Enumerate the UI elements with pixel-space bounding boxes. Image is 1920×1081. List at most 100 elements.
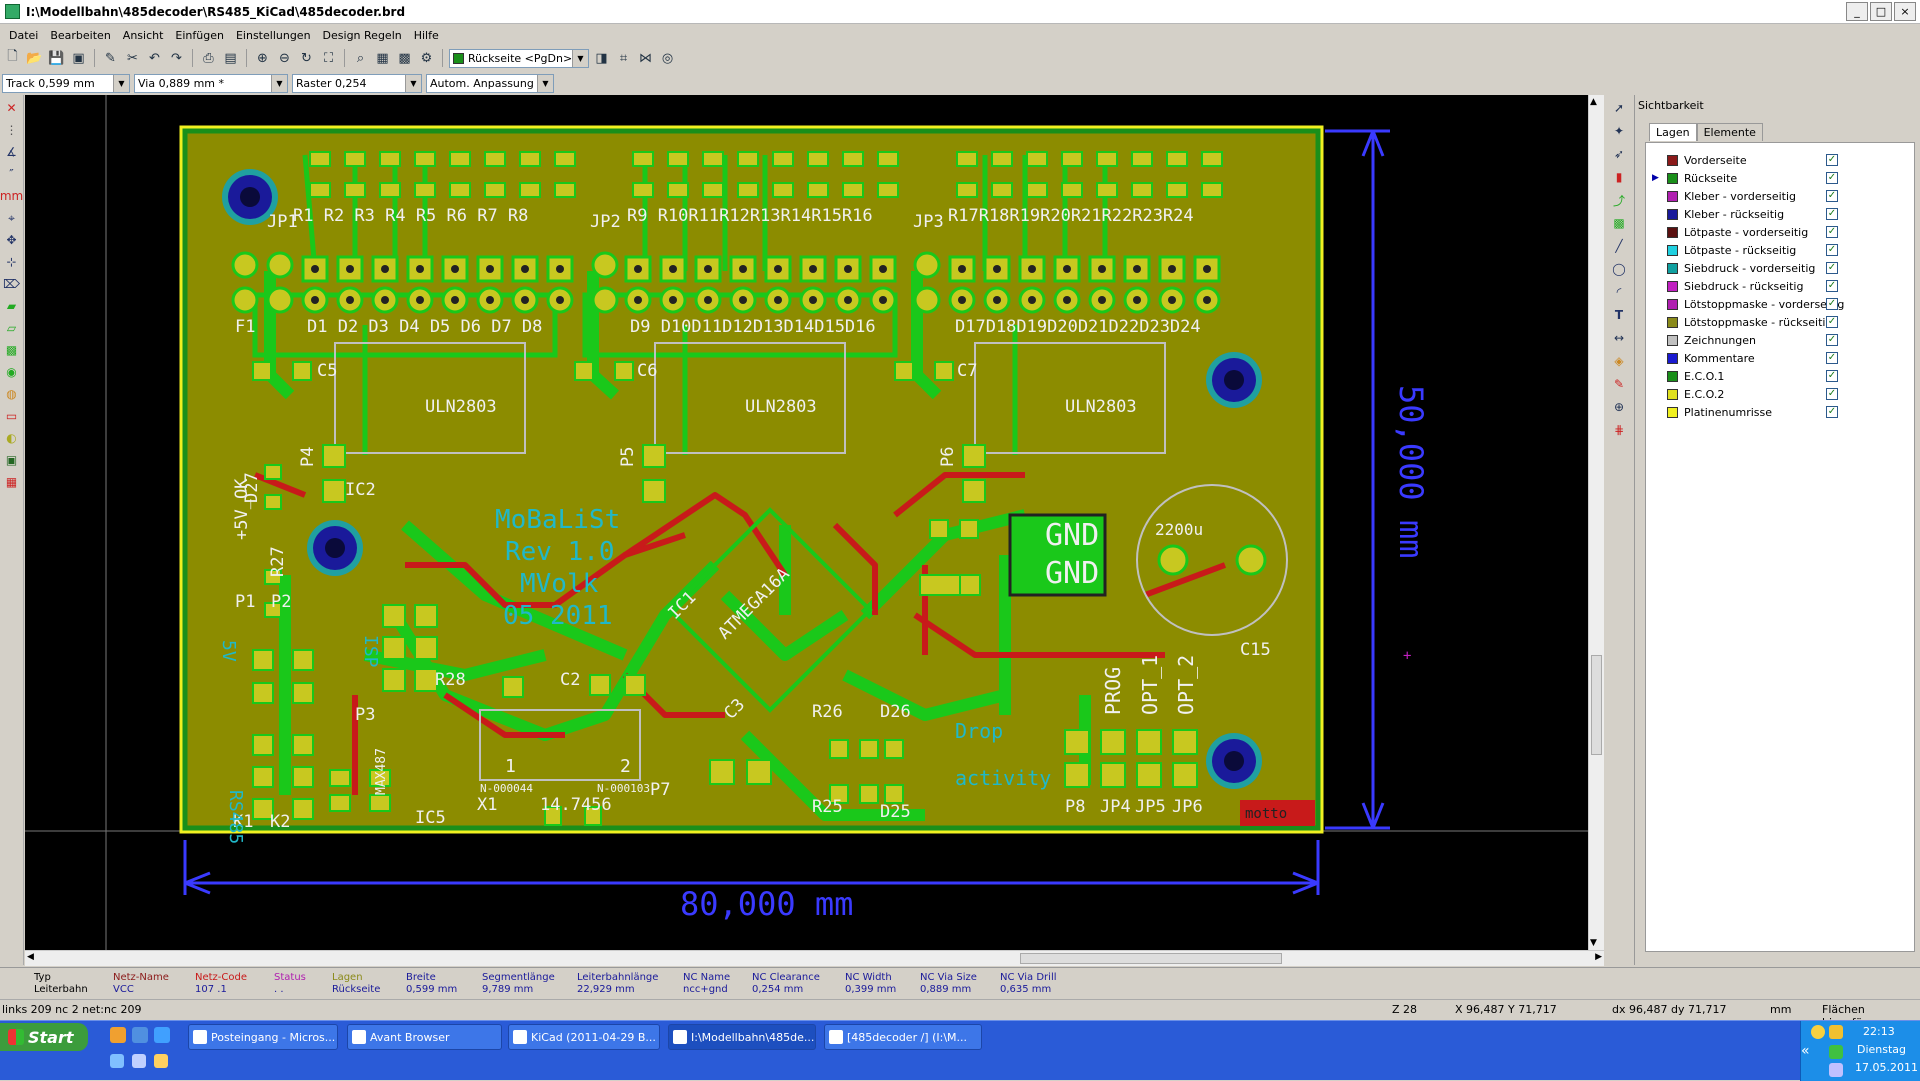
microwave-toolbar-icon[interactable]: ▣ bbox=[5, 453, 18, 467]
layer-color-swatch[interactable] bbox=[1667, 280, 1678, 292]
canvas-horizontal-scrollbar[interactable]: ◀ ▶ bbox=[25, 950, 1604, 966]
layer-row[interactable]: Zeichnungen✓ bbox=[1646, 331, 1914, 349]
undo-icon[interactable]: ↶ bbox=[149, 50, 160, 66]
tab-lagen[interactable]: Lagen bbox=[1649, 123, 1697, 141]
tray-shield-icon[interactable] bbox=[1829, 1045, 1843, 1059]
open-file-icon[interactable]: 📂 bbox=[26, 50, 43, 66]
layer-row[interactable]: Lötstoppmaske - vorderseitig✓ bbox=[1646, 295, 1914, 313]
layer-row[interactable]: Vorderseite✓ bbox=[1646, 151, 1914, 169]
task-outlook[interactable]: Posteingang - Micros... bbox=[188, 1024, 338, 1050]
layer-visibility-checkbox[interactable]: ✓ bbox=[1826, 388, 1838, 400]
add-circle-icon[interactable]: ◯ bbox=[1612, 262, 1626, 276]
vscroll-thumb[interactable] bbox=[1591, 655, 1602, 755]
quicklaunch-ie-icon[interactable] bbox=[154, 1027, 170, 1043]
polar-coords-icon[interactable]: ∡ bbox=[6, 145, 17, 159]
layer-row[interactable]: Siebdruck - vorderseitig✓ bbox=[1646, 259, 1914, 277]
layer-color-swatch[interactable] bbox=[1667, 298, 1678, 310]
layer-row[interactable]: Kommentare✓ bbox=[1646, 349, 1914, 367]
layer-visibility-checkbox[interactable]: ✓ bbox=[1826, 406, 1838, 418]
units-inch-icon[interactable]: ″ bbox=[9, 167, 14, 181]
track-width-select[interactable]: Track 0,599 mm ▼ bbox=[2, 73, 130, 93]
local-ratsnest-icon[interactable]: ➶ bbox=[1613, 147, 1625, 161]
task-explorer[interactable]: [485decoder /] (I:\M... bbox=[824, 1024, 982, 1050]
quicklaunch-media-icon[interactable] bbox=[132, 1054, 146, 1068]
modedit-icon[interactable]: ⚙ bbox=[420, 50, 433, 66]
layer-visibility-checkbox[interactable]: ✓ bbox=[1826, 262, 1838, 274]
select-arrow-icon[interactable]: ➚ bbox=[1613, 101, 1625, 115]
plot-icon[interactable]: ▤ bbox=[224, 50, 237, 66]
set-origin-icon[interactable]: ⊕ bbox=[1613, 400, 1625, 414]
zoom-select[interactable]: Autom. Anpassung ▼ bbox=[426, 73, 554, 93]
zone-outline-icon[interactable]: ▱ bbox=[6, 321, 17, 335]
minimize-button[interactable]: _ bbox=[1846, 2, 1868, 21]
zoom-in-icon[interactable]: ⊕ bbox=[257, 50, 268, 66]
layer-row[interactable]: ▶Rückseite✓ bbox=[1646, 169, 1914, 187]
show-zones-icon[interactable]: ▰ bbox=[6, 299, 17, 313]
layer-color-swatch[interactable] bbox=[1667, 406, 1678, 418]
layer-visibility-checkbox[interactable]: ✓ bbox=[1826, 280, 1838, 292]
task-kicad[interactable]: KiCad (2011-04-29 B... bbox=[508, 1024, 660, 1050]
quicklaunch-app-icon[interactable] bbox=[132, 1027, 148, 1043]
layer-row[interactable]: Lötpaste - vorderseitig✓ bbox=[1646, 223, 1914, 241]
track-sketch-icon[interactable]: ▭ bbox=[5, 409, 18, 423]
start-button[interactable]: Start bbox=[0, 1023, 88, 1051]
save-icon[interactable]: 💾 bbox=[48, 50, 65, 66]
layer-color-swatch[interactable] bbox=[1667, 352, 1678, 364]
drc-icon[interactable]: ▩ bbox=[398, 50, 411, 66]
layer-visibility-checkbox[interactable]: ✓ bbox=[1826, 190, 1838, 202]
menu-bearbeiten[interactable]: Bearbeiten bbox=[50, 28, 111, 42]
tray-volume-icon[interactable] bbox=[1829, 1063, 1843, 1077]
menu-design-regeln[interactable]: Design Regeln bbox=[322, 28, 402, 42]
via-size-select[interactable]: Via 0,889 mm * ▼ bbox=[134, 73, 288, 93]
add-dimension-icon[interactable]: ↔ bbox=[1613, 331, 1625, 345]
layer-row[interactable]: E.C.O.2✓ bbox=[1646, 385, 1914, 403]
tab-elemente[interactable]: Elemente bbox=[1696, 123, 1763, 141]
pad-sketch-icon[interactable]: ◉ bbox=[6, 365, 17, 379]
quicklaunch-explorer-icon[interactable] bbox=[154, 1054, 168, 1068]
new-file-icon[interactable]: 🗋 bbox=[7, 49, 18, 64]
high-contrast-icon[interactable]: ◐ bbox=[6, 431, 17, 445]
highlight-net-icon[interactable]: ✦ bbox=[1613, 124, 1625, 138]
layer-visibility-checkbox[interactable]: ✓ bbox=[1826, 208, 1838, 220]
print-icon[interactable]: ⎙ bbox=[203, 50, 214, 66]
canvas-vertical-scrollbar[interactable]: ▲ ▼ bbox=[1588, 95, 1604, 950]
task-pcbnew[interactable]: I:\Modellbahn\485de... bbox=[668, 1024, 816, 1050]
layer-color-swatch[interactable] bbox=[1667, 172, 1678, 184]
autoplace-icon[interactable]: ⌗ bbox=[619, 50, 628, 66]
layer-color-swatch[interactable] bbox=[1667, 226, 1678, 238]
save-as-icon[interactable]: ▣ bbox=[72, 50, 85, 66]
clock-time[interactable]: 22:13 bbox=[1863, 1025, 1895, 1038]
module-ratsnest-icon[interactable]: ⊹ bbox=[6, 255, 17, 269]
cut-icon[interactable]: ✂ bbox=[127, 50, 138, 66]
maximize-button[interactable]: □ bbox=[1870, 2, 1892, 21]
layer-select[interactable]: Rückseite <PgDn> ▼ bbox=[449, 48, 589, 68]
layer-row[interactable]: Platinenumrisse✓ bbox=[1646, 403, 1914, 421]
close-button[interactable]: × bbox=[1894, 2, 1916, 21]
layer-visibility-checkbox[interactable]: ✓ bbox=[1826, 370, 1838, 382]
task-avant-browser[interactable]: Avant Browser bbox=[347, 1024, 502, 1050]
tray-notification-icon[interactable] bbox=[1811, 1025, 1825, 1039]
layer-color-swatch[interactable] bbox=[1667, 244, 1678, 256]
layer-visibility-checkbox[interactable]: ✓ bbox=[1826, 298, 1838, 310]
redo-icon[interactable]: ↷ bbox=[171, 50, 182, 66]
add-arc-icon[interactable]: ◜ bbox=[1616, 285, 1622, 299]
netlist-icon[interactable]: ▦ bbox=[376, 50, 389, 66]
via-sketch-icon[interactable]: ◍ bbox=[6, 387, 17, 401]
ratsnest-icon[interactable]: ✥ bbox=[6, 233, 17, 247]
layers-manager-icon[interactable]: ▦ bbox=[5, 475, 18, 489]
layer-color-swatch[interactable] bbox=[1667, 262, 1678, 274]
layer-row[interactable]: Lötpaste - rückseitig✓ bbox=[1646, 241, 1914, 259]
layer-visibility-checkbox[interactable]: ✓ bbox=[1826, 226, 1838, 238]
delete-icon[interactable]: ✎ bbox=[1613, 377, 1625, 391]
layer-pair-icon[interactable]: ◨ bbox=[595, 50, 608, 66]
layer-color-swatch[interactable] bbox=[1667, 190, 1678, 202]
add-module-icon[interactable]: ▮ bbox=[1615, 170, 1623, 184]
quicklaunch-desktop-icon[interactable] bbox=[110, 1054, 124, 1068]
quicklaunch-firefox-icon[interactable] bbox=[110, 1027, 126, 1043]
add-target-icon[interactable]: ◈ bbox=[1614, 354, 1624, 368]
add-text-icon[interactable]: T bbox=[1614, 308, 1624, 322]
add-line-icon[interactable]: ╱ bbox=[1615, 239, 1623, 253]
grid-select[interactable]: Raster 0,254 ▼ bbox=[292, 73, 422, 93]
layer-color-swatch[interactable] bbox=[1667, 370, 1678, 382]
zoom-redraw-icon[interactable]: ↻ bbox=[301, 50, 312, 66]
